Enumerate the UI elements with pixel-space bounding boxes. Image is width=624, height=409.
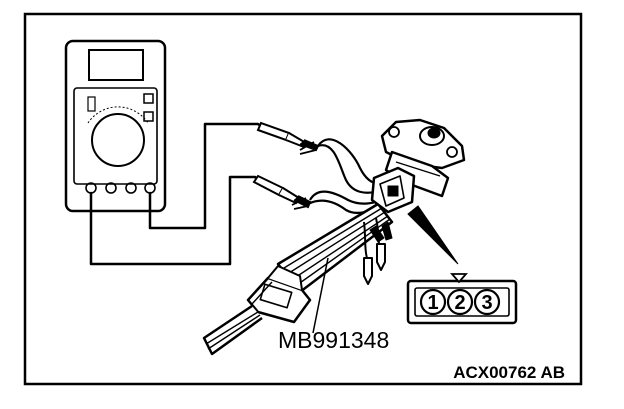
tool-label: MB991348 bbox=[278, 327, 389, 353]
sensor-body bbox=[384, 150, 450, 198]
pin-2-label: 2 bbox=[454, 292, 465, 314]
pin-3-label: 3 bbox=[481, 292, 492, 314]
probe-lower bbox=[252, 174, 312, 209]
detail-pointer bbox=[407, 205, 459, 265]
pin-2-circle bbox=[446, 288, 474, 316]
figure-frame bbox=[23, 12, 583, 386]
test-pin-left bbox=[363, 257, 373, 285]
figure-code: ACX00762 AB bbox=[453, 363, 565, 382]
multimeter bbox=[64, 39, 167, 213]
multimeter-display bbox=[88, 49, 144, 81]
tool-leader-line bbox=[312, 257, 329, 334]
multimeter-face bbox=[73, 87, 158, 185]
pin-3-circle bbox=[473, 288, 501, 316]
selector-dial bbox=[91, 113, 145, 167]
terminal-2 bbox=[105, 182, 117, 194]
dial-scale bbox=[87, 106, 149, 124]
probe-upper bbox=[256, 121, 320, 152]
multimeter-body bbox=[64, 39, 167, 213]
pin-1-circle bbox=[419, 288, 447, 316]
terminal-3 bbox=[125, 182, 137, 194]
range-marker bbox=[87, 96, 96, 112]
harness-adapter bbox=[202, 202, 394, 356]
sensor-unit bbox=[370, 118, 466, 214]
mode-indicator-bottom bbox=[143, 111, 154, 122]
mode-indicator-top bbox=[143, 93, 154, 104]
test-pin-right bbox=[376, 243, 386, 271]
connector-key bbox=[450, 273, 468, 284]
pin-1-label: 1 bbox=[427, 292, 438, 314]
connector-detail: 1 2 3 bbox=[406, 273, 518, 325]
harness-cable-tail bbox=[202, 304, 263, 356]
